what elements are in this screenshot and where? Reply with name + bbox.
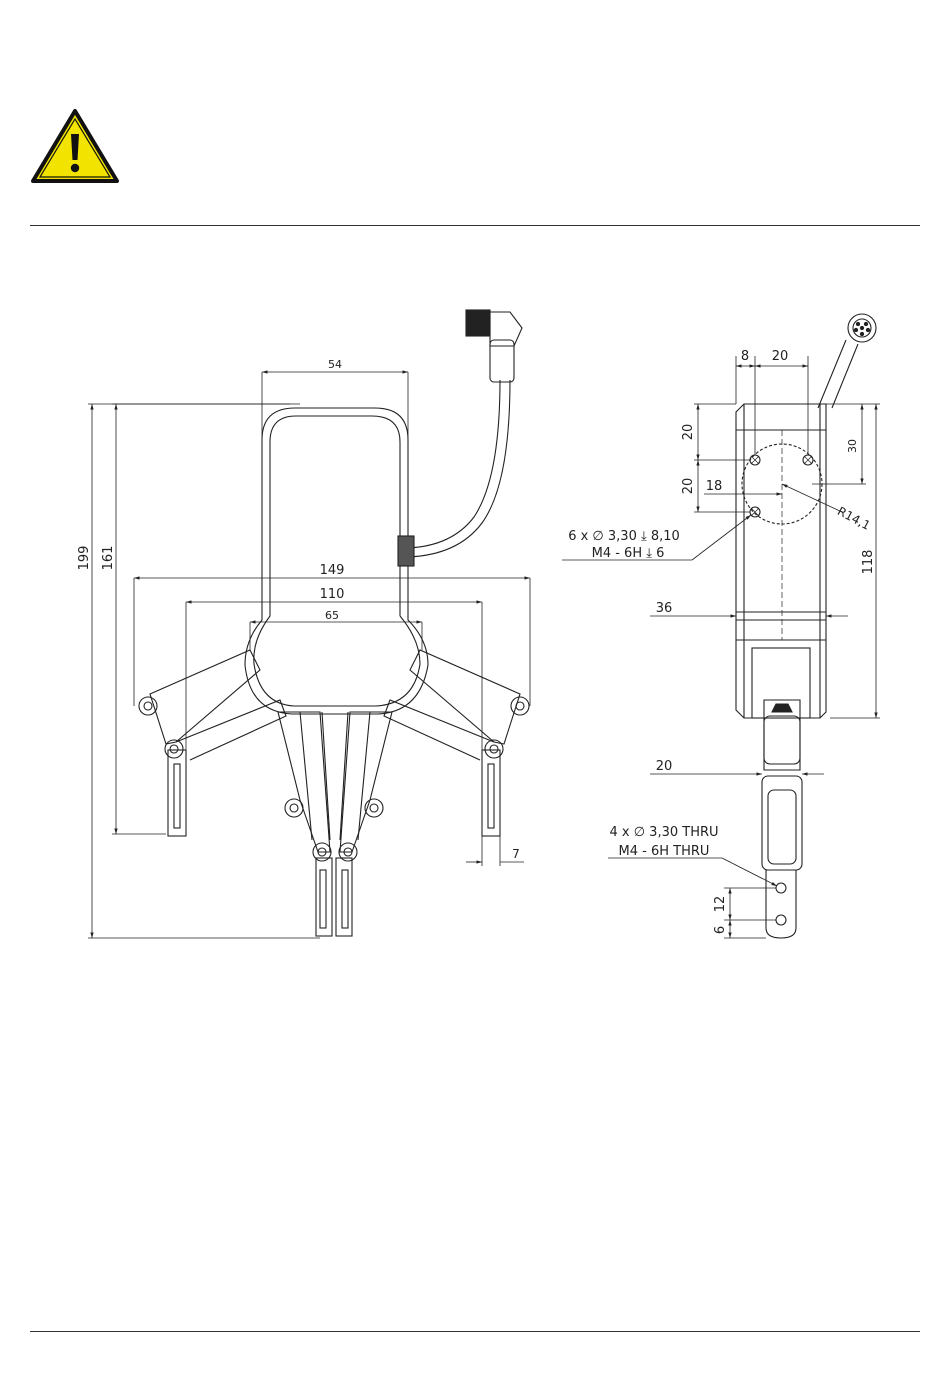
footer-divider xyxy=(30,1331,920,1332)
dim-54-label: 54 xyxy=(328,358,342,371)
dim-7-label: 7 xyxy=(512,847,520,861)
dim-r141-label: R14,1 xyxy=(835,504,873,533)
dim-36-label: 36 xyxy=(656,601,673,616)
dim-161-label: 161 xyxy=(101,546,116,571)
side-body xyxy=(736,404,826,718)
dim-118-label: 118 xyxy=(861,550,876,575)
dim-110-label: 110 xyxy=(320,587,345,602)
dim-149-label: 149 xyxy=(320,563,345,578)
dim-6-label: 6 xyxy=(713,926,728,934)
dim-18-label: 18 xyxy=(706,479,723,494)
left-finger xyxy=(168,750,186,836)
front-dimension-labels: 54 199 161 149 110 65 7 xyxy=(77,358,520,861)
side-dimension-labels: 8 20 20 20 18 30 R14,1 118 36 20 12 6 6 … xyxy=(568,349,876,934)
side-cable xyxy=(818,340,858,408)
callout-holes-line1: 6 x ∅ 3,30 ⤓ 8,10 xyxy=(568,529,680,544)
dim-30-label: 30 xyxy=(846,439,859,453)
dim-8-label: 8 xyxy=(741,349,749,364)
dim-20-b-label: 20 xyxy=(681,478,696,495)
dim-12-label: 12 xyxy=(713,896,728,913)
dim-20-top-label: 20 xyxy=(772,349,789,364)
cable xyxy=(408,380,505,552)
side-dimensions xyxy=(562,356,880,938)
callout-holes-line2: M4 - 6H ⤓ 6 xyxy=(592,546,665,561)
side-view xyxy=(736,314,876,938)
dim-20-a-label: 20 xyxy=(681,424,696,441)
right-finger xyxy=(482,750,500,836)
dim-199-label: 199 xyxy=(77,546,92,571)
connector-knurl xyxy=(466,310,490,336)
front-dimensions xyxy=(88,372,530,938)
mounting-holes xyxy=(750,455,813,517)
dim-65-label: 65 xyxy=(325,609,339,622)
center-linkage xyxy=(278,712,330,852)
callout-thru-line1: 4 x ∅ 3,30 THRU xyxy=(609,825,718,840)
callout-thru-line2: M4 - 6H THRU xyxy=(619,844,710,859)
dim-20-finger-label: 20 xyxy=(656,759,673,774)
side-finger-tip xyxy=(766,870,796,938)
